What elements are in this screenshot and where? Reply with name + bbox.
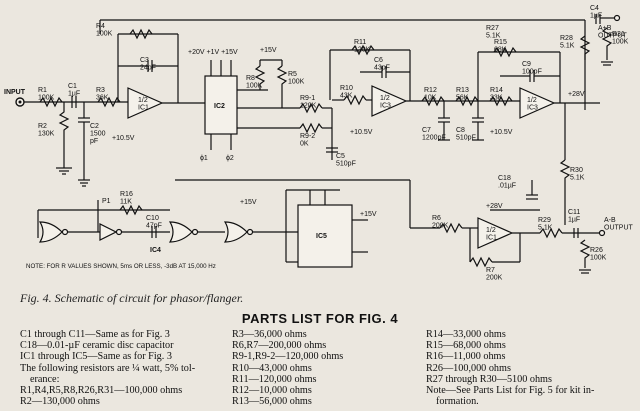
label-p1: P1: [102, 198, 111, 205]
parts-list-line: The following resistors are ¼ watt, 5% t…: [20, 362, 196, 374]
parts-list-line: formation.: [436, 396, 479, 408]
parts-list-line: R11—120,000 ohms: [232, 373, 317, 385]
output-terminal-bottom-icon: [598, 229, 606, 237]
parts-list-line: R14—33,000 ohms: [426, 329, 506, 340]
label-ic2: IC2: [214, 103, 225, 110]
parts-list-title: PARTS LIST FOR FIG. 4: [241, 311, 399, 326]
parts-list-line: R26—100,000 ohms: [426, 362, 511, 374]
label-ic3-a-supply: +10.5V: [350, 129, 373, 136]
parts-list-line: R6,R7—200,000 ohms: [232, 340, 327, 352]
label-ic1-a-supply: +10.5V: [112, 135, 135, 142]
parts-list-line: IC1 through IC5—Same as for Fig. 3: [20, 351, 172, 363]
parts-list-line: erance:: [30, 373, 60, 385]
parts-list-line: R10—43,000 ohms: [232, 362, 312, 374]
label-c18: C18.01µF: [498, 175, 516, 190]
label-ic5: IC5: [316, 233, 327, 240]
parts-list-line: R12—10,000 ohms: [232, 385, 312, 397]
parts-list-line: R13—56,000 ohms: [232, 396, 312, 408]
label-ic3-b-supply: +10.5V: [490, 129, 513, 136]
label-ic2-supplies: +20V +1V +15V: [188, 49, 238, 56]
wires: [22, 14, 615, 274]
label-plus28v: +28V: [568, 91, 585, 98]
label-plus15v-top: +15V: [260, 47, 277, 54]
ground-symbols: [56, 139, 484, 187]
label-phi1: ϕ1: [200, 155, 208, 162]
label-plus28v-b: +28V: [486, 203, 503, 210]
parts-list-line: R15—68,000 ohms: [426, 340, 506, 352]
parts-list-line: R27 through R30—5100 ohms: [426, 373, 552, 385]
label-plus15v-mid: +15V: [240, 199, 257, 206]
parts-list-column-1: C1 through C11—Same as for Fig. 3 C18—0.…: [20, 329, 195, 407]
label-ic4: IC4: [150, 247, 161, 254]
parts-list-line: R9-1,R9-2—120,000 ohms: [232, 351, 344, 363]
parts-list-line: R16—11,000 ohms: [426, 351, 506, 363]
label-plus15v-ic5: +15V: [360, 211, 377, 218]
parts-list-line: R1,R4,R5,R8,R26,R31—100,000 ohms: [20, 385, 183, 397]
schematic-note: NOTE: FOR R VALUES SHOWN, 5ms OR LESS, -…: [26, 263, 216, 270]
parts-list-line: C1 through C11—Same as for Fig. 3: [20, 329, 170, 340]
parts-list-line: R2—130,000 ohms: [20, 396, 100, 408]
label-phi2: ϕ2: [226, 155, 234, 162]
figure-caption: Fig. 4. Schematic of circuit for phasor/…: [20, 291, 244, 305]
parts-list-line: C18—0.01-µF ceramic disc capacitor: [20, 340, 174, 352]
label-input: INPUT: [4, 89, 26, 96]
parts-list-column-2: R3—36,000 ohms R6,R7—200,000 ohms R9-1,R…: [232, 329, 343, 407]
parts-list-column-3: R14—33,000 ohms R15—68,000 ohms R16—11,0…: [426, 329, 594, 407]
parts-list-line: R3—36,000 ohms: [232, 329, 307, 340]
output-terminal-top-icon: [613, 14, 621, 22]
parts-list-line: Note—See Parts List for Fig. 5 for kit i…: [426, 385, 595, 397]
